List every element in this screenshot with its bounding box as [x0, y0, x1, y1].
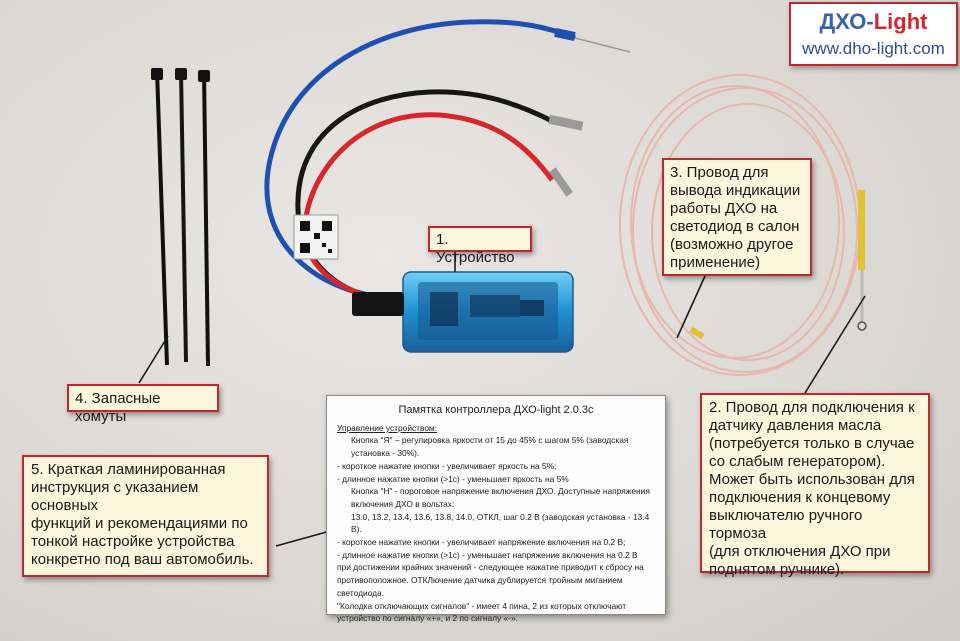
- callout-line: применение): [670, 254, 761, 271]
- instruction-line: "Колодка отключающих сигналов" - имеет 4…: [337, 600, 627, 624]
- yellow-connector: [858, 190, 865, 270]
- callout-indicator-wire: 3. Провод для вывода индикации работы ДХ…: [662, 158, 812, 276]
- callout-device-line: 1. Устройство: [436, 231, 515, 266]
- instruction-line: - длинное нажатие кнопки (>1с) - уменьша…: [337, 549, 638, 560]
- instruction-line: Управление устройством:: [337, 422, 438, 433]
- instruction-line: - короткое нажатие кнопки - увеличивает …: [337, 537, 626, 548]
- brand-logo-box: ДХО-Light www.dho-light.com: [789, 2, 958, 66]
- callout-line: работы ДХО на: [670, 200, 778, 217]
- callout-device: 1. Устройство: [428, 226, 532, 266]
- callout-line: выключателю ручного тормоза: [709, 507, 863, 542]
- callout-pointers: [138, 251, 866, 547]
- callout-cable-ties: 4. Запасные хомуты: [67, 384, 219, 425]
- callout-line: (для отключения ДХО при: [709, 543, 891, 560]
- callout-manual: 5. Краткая ламинированная инструкция с у…: [22, 455, 269, 577]
- callout-line: (потребуется только в случае: [709, 435, 915, 452]
- instruction-card: Памятка контроллера ДХО-light 2.0.3c Упр…: [326, 395, 666, 623]
- brand-title-accent: Light: [873, 9, 928, 34]
- callout-line: 3. Провод для: [670, 164, 769, 181]
- instruction-line: Кнопка "Я" – регулировка яркости от 15 д…: [351, 435, 629, 459]
- callout-ties-line: 4. Запасные хомуты: [75, 390, 161, 425]
- callout-line: 5. Краткая ламинированная: [31, 461, 226, 478]
- instruction-line: 13.0, 13.2, 13.4, 13.6, 13.8, 14.0, ОТКЛ…: [351, 511, 650, 535]
- brand-url: www.dho-light.com: [802, 39, 945, 58]
- instruction-line: - короткое нажатие кнопки - увеличивает …: [337, 460, 557, 471]
- callout-line: (возможно другое: [670, 236, 794, 253]
- instruction-line: Кнопка "Н" - пороговое напряжение включе…: [351, 486, 650, 509]
- callout-line: со слабым генератором).: [709, 453, 886, 470]
- callout-line: конкретно под ваш автомобиль.: [31, 551, 254, 568]
- callout-line: Может быть использован для: [709, 471, 915, 488]
- callout-oil-pressure-wire: 2. Провод для подключения к датчику давл…: [700, 393, 930, 578]
- brand-title-main: ДХО-: [819, 9, 874, 34]
- red-wire: [302, 112, 555, 305]
- cable-ties: [151, 68, 210, 367]
- dho-controller-device: [352, 271, 574, 353]
- black-wire: [295, 89, 552, 303]
- instruction-card-title: Памятка контроллера ДХО-light 2.0.3c: [398, 404, 594, 416]
- callout-line: вывода индикации: [670, 182, 801, 199]
- brand-title: ДХО-Light: [791, 9, 956, 35]
- instruction-line: - длинное нажатие кнопки (>1с) - уменьша…: [337, 473, 569, 484]
- callout-line: датчику давления масла: [709, 417, 882, 434]
- callout-line: тонкой настройке устройства: [31, 533, 235, 550]
- callout-line: 2. Провод для подключения к: [709, 399, 915, 416]
- callout-line: инструкция с указанием основных: [31, 479, 199, 514]
- qr-sticker: [293, 214, 339, 260]
- callout-line: светодиод в салон: [670, 218, 800, 235]
- blue-wire: [264, 19, 576, 301]
- callout-line: функций и рекомендациями по: [31, 515, 248, 532]
- callout-line: поднятом ручнике).: [709, 561, 845, 578]
- callout-line: подключения к концевому: [709, 489, 891, 506]
- instruction-line: при достижении крайних значений - следую…: [337, 562, 644, 598]
